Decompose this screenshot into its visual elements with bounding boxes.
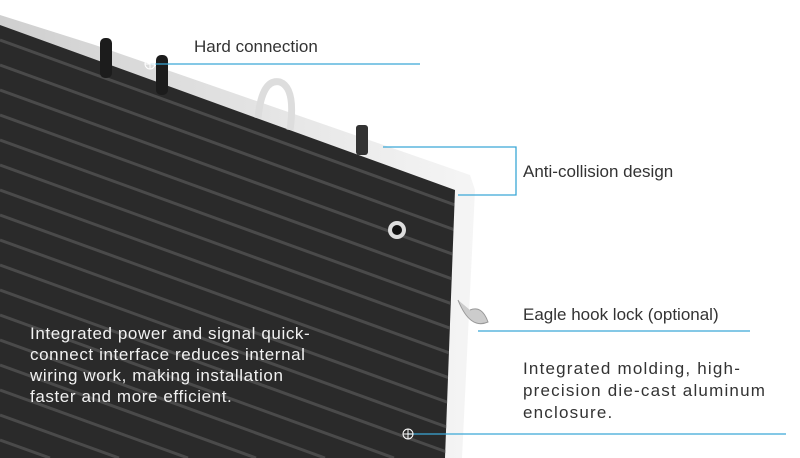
callout-anti-collision: Anti-collision design bbox=[523, 162, 674, 181]
heat-sink-fins bbox=[0, 38, 455, 458]
feature-description: Integrated power and signal quick- conne… bbox=[30, 323, 330, 407]
aluminum-frame bbox=[0, 15, 475, 458]
callout-molding-line: precision die-cast aluminum bbox=[523, 381, 767, 400]
description-line: faster and more efficient. bbox=[30, 387, 233, 406]
eagle-hook bbox=[457, 299, 489, 325]
callout-hard-connection: Hard connection bbox=[194, 37, 318, 56]
connector-pin bbox=[156, 55, 168, 95]
callout-molding: Integrated molding, high- precision die-… bbox=[523, 358, 788, 424]
mounting-hole bbox=[392, 225, 402, 235]
callout-eagle-hook: Eagle hook lock (optional) bbox=[523, 305, 719, 324]
callout-molding-line: Integrated molding, high- bbox=[523, 359, 742, 378]
threaded-stud bbox=[356, 125, 368, 155]
description-line: Integrated power and signal quick- bbox=[30, 324, 311, 343]
description-line: connect interface reduces internal bbox=[30, 345, 306, 364]
callout-molding-line: enclosure. bbox=[523, 403, 614, 422]
panel-body bbox=[0, 25, 455, 458]
handle bbox=[254, 78, 296, 131]
connector-pin bbox=[100, 38, 112, 78]
description-line: wiring work, making installation bbox=[30, 366, 284, 385]
callout-lines bbox=[150, 63, 786, 435]
crosshair-marker-icon bbox=[144, 58, 414, 440]
